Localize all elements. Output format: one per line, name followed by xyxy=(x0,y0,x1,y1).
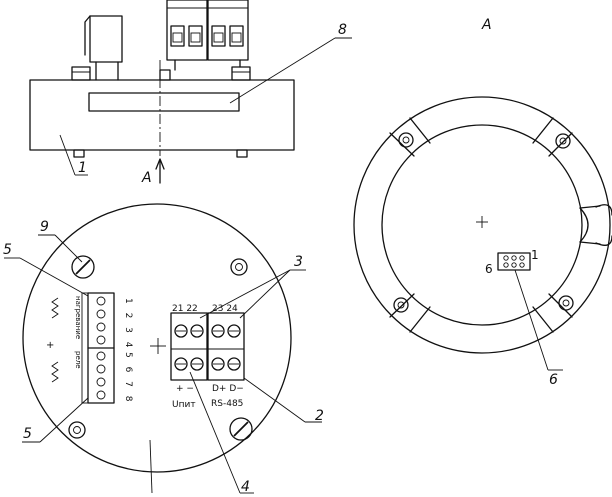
pin-right-label: 1 xyxy=(531,248,539,262)
left-screws xyxy=(96,296,106,400)
bus-label: RS-485 xyxy=(211,399,243,409)
numbers-lower: 5 6 7 8 xyxy=(123,352,133,405)
board-outline xyxy=(22,203,292,473)
mount-hole-tr xyxy=(555,133,571,149)
callout-1: 1 xyxy=(78,160,87,176)
display-window xyxy=(88,92,240,112)
callout-4: 4 xyxy=(241,479,250,495)
terminal-label-bottom-left: + − xyxy=(176,384,194,394)
standoff-center xyxy=(159,69,171,81)
outer-ring xyxy=(353,96,611,354)
pin-left-label: 6 xyxy=(485,262,493,276)
callout-2: 2 xyxy=(315,408,324,424)
bolt-left xyxy=(73,149,85,158)
hole-top-right xyxy=(230,258,248,276)
inner-ring xyxy=(381,124,583,326)
callout-5-upper: 5 xyxy=(3,242,12,258)
top-view: нагревание реле 1 2 3 4 5 6 7 8 + 21 22 … xyxy=(3,203,324,495)
power-label: Uпит xyxy=(172,400,196,410)
screw-top-left xyxy=(71,255,95,279)
terminal-block-a xyxy=(166,0,208,61)
callout-3: 3 xyxy=(294,254,303,270)
terminal-block-rs485 xyxy=(207,312,245,381)
arrow-label: А xyxy=(141,170,152,186)
numbers-upper: 1 2 3 4 xyxy=(123,298,133,351)
standoff-left xyxy=(71,66,91,81)
mount-hole-bl xyxy=(393,297,409,313)
callout-9: 9 xyxy=(40,219,49,235)
callout-5-lower: 5 xyxy=(23,426,32,442)
callout-6: 6 xyxy=(549,372,558,388)
screw-bottom-right xyxy=(229,417,253,441)
terminal-label-top-left: 21 22 xyxy=(172,304,198,314)
bolt-right xyxy=(236,149,248,158)
callout-8: 8 xyxy=(338,22,347,38)
relay-block xyxy=(89,15,123,63)
sensor-symbol-upper xyxy=(51,297,59,319)
cable-notch xyxy=(579,207,589,243)
terminal-label-bottom-right: D+ D− xyxy=(212,384,244,394)
pin-header xyxy=(497,252,531,271)
side-view: А 1 8 xyxy=(29,0,352,186)
hole-bottom-left xyxy=(68,421,86,439)
terminal-block-power xyxy=(170,312,208,381)
housing-body xyxy=(29,79,295,151)
sensor-symbol-lower xyxy=(51,361,59,383)
pole-mark: + xyxy=(46,340,54,351)
mount-hole-tl xyxy=(398,132,414,148)
terminal-screws xyxy=(174,324,241,371)
terminal-label-top-right: 23 24 xyxy=(212,304,238,314)
lower-caption: реле xyxy=(74,351,82,369)
terminal-block-b xyxy=(207,0,249,61)
mount-hole-br xyxy=(558,295,574,311)
standoff-right xyxy=(231,66,251,81)
view-a: А 6 xyxy=(353,17,612,388)
upper-caption: нагревание xyxy=(74,296,82,339)
view-label: А xyxy=(481,17,492,33)
